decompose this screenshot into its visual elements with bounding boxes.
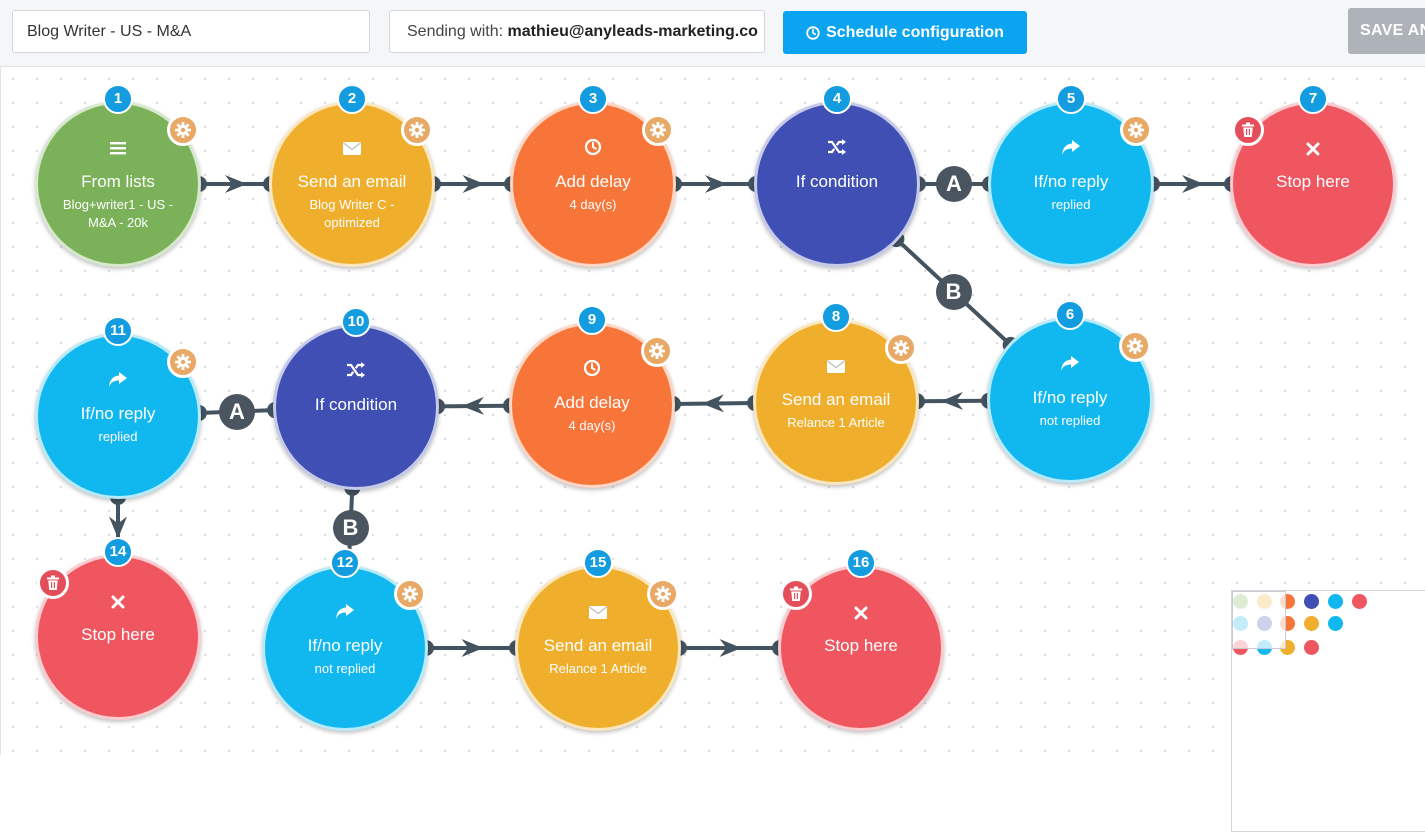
step-number-badge: 15 (583, 548, 613, 578)
trash-icon[interactable] (1232, 114, 1264, 146)
gear-icon[interactable] (394, 578, 426, 610)
step-number-badge: 10 (341, 307, 371, 337)
node-title: Stop here (824, 636, 898, 655)
schedule-configuration-label: Schedule configuration (826, 23, 1004, 41)
gear-icon[interactable] (1120, 114, 1152, 146)
campaign-name-input[interactable] (12, 10, 370, 53)
envelope-icon (342, 136, 362, 164)
node-subtitle: Relance 1 Article (787, 415, 885, 430)
step-number-badge: 16 (846, 548, 876, 578)
minimap-node (1304, 640, 1319, 655)
node-10-condition[interactable]: If condition (273, 324, 439, 490)
branch-b-badge[interactable]: B (332, 509, 369, 546)
node-title: If condition (314, 395, 398, 414)
top-toolbar: Sending with: mathieu@anyleads-marketing… (0, 0, 1425, 67)
clock-icon (806, 25, 820, 40)
gear-icon[interactable] (401, 114, 433, 146)
node-title: Stop here (1276, 172, 1350, 191)
step-number-badge: 11 (103, 316, 133, 346)
step-number-badge: 4 (822, 84, 852, 114)
workflow-canvas[interactable] (0, 67, 1425, 832)
node-title: Add delay (555, 172, 631, 191)
node-subtitle: 4 day(s) (568, 418, 616, 433)
node-title: Stop here (81, 625, 155, 644)
minimap-node (1328, 616, 1343, 631)
step-number-badge: 5 (1056, 84, 1086, 114)
close-icon (111, 589, 125, 617)
envelope-icon (826, 354, 846, 382)
node-title: Add delay (554, 393, 630, 412)
envelope-icon (588, 600, 608, 628)
list-icon (109, 136, 127, 164)
clock-icon (583, 357, 601, 385)
gear-icon[interactable] (642, 114, 674, 146)
gear-icon[interactable] (647, 578, 679, 610)
close-icon (1306, 136, 1320, 164)
node-title: Send an email (781, 390, 891, 409)
step-number-badge: 14 (103, 537, 133, 567)
shuffle-icon (827, 136, 847, 164)
node-subtitle: Relance 1 Article (549, 661, 647, 676)
gear-icon[interactable] (641, 335, 673, 367)
reply-arrow-icon (1061, 136, 1081, 164)
step-number-badge: 1 (103, 84, 133, 114)
branch-b-badge[interactable]: B (935, 274, 972, 310)
gear-icon[interactable] (885, 332, 917, 364)
node-title: If/no reply (1033, 172, 1109, 191)
branch-a-badge[interactable]: A (219, 393, 255, 430)
trash-icon[interactable] (780, 578, 812, 610)
step-number-badge: 3 (578, 84, 608, 114)
close-icon (854, 600, 868, 628)
step-number-badge: 2 (337, 84, 367, 114)
node-subtitle: not replied (314, 661, 376, 676)
node-title: Send an email (543, 636, 653, 655)
step-number-badge: 6 (1055, 300, 1085, 330)
node-subtitle: replied (98, 429, 138, 444)
node-title: From lists (81, 172, 155, 191)
minimap[interactable] (1231, 590, 1425, 832)
node-title: Send an email (297, 172, 407, 191)
step-number-badge: 8 (821, 302, 851, 332)
reply-arrow-icon (1060, 352, 1080, 380)
node-title: If condition (795, 172, 879, 191)
minimap-node (1304, 594, 1319, 609)
gear-icon[interactable] (167, 346, 199, 378)
minimap-viewport[interactable] (1232, 591, 1286, 649)
step-number-badge: 12 (330, 548, 360, 578)
gear-icon[interactable] (1119, 330, 1151, 362)
save-button[interactable]: SAVE AND (1348, 8, 1425, 54)
trash-icon[interactable] (37, 567, 69, 599)
node-title: If/no reply (80, 404, 156, 423)
shuffle-icon (346, 359, 366, 387)
sending-email: mathieu@anyleads-marketing.co (507, 23, 758, 40)
node-4-condition[interactable]: If condition (754, 101, 920, 267)
reply-arrow-icon (335, 600, 355, 628)
node-subtitle: not replied (1039, 413, 1101, 428)
node-subtitle: 4 day(s) (569, 197, 617, 212)
node-subtitle: Blog Writer C - optimized (309, 197, 395, 230)
node-title: If/no reply (1032, 388, 1108, 407)
gear-icon[interactable] (167, 114, 199, 146)
node-subtitle: replied (1051, 197, 1091, 212)
node-title: If/no reply (307, 636, 383, 655)
schedule-configuration-button[interactable]: Schedule configuration (783, 11, 1027, 54)
reply-arrow-icon (108, 368, 128, 396)
sending-with-label: Sending with: (407, 23, 508, 40)
step-number-badge: 7 (1298, 84, 1328, 114)
minimap-node (1352, 594, 1367, 609)
node-subtitle: Blog+writer1 - US - M&A - 20k (62, 197, 174, 230)
clock-icon (584, 136, 602, 164)
branch-a-badge[interactable]: A (936, 166, 972, 202)
minimap-node (1328, 594, 1343, 609)
step-number-badge: 9 (577, 305, 607, 335)
minimap-node (1304, 616, 1319, 631)
sending-with-field[interactable]: Sending with: mathieu@anyleads-marketing… (389, 10, 765, 53)
